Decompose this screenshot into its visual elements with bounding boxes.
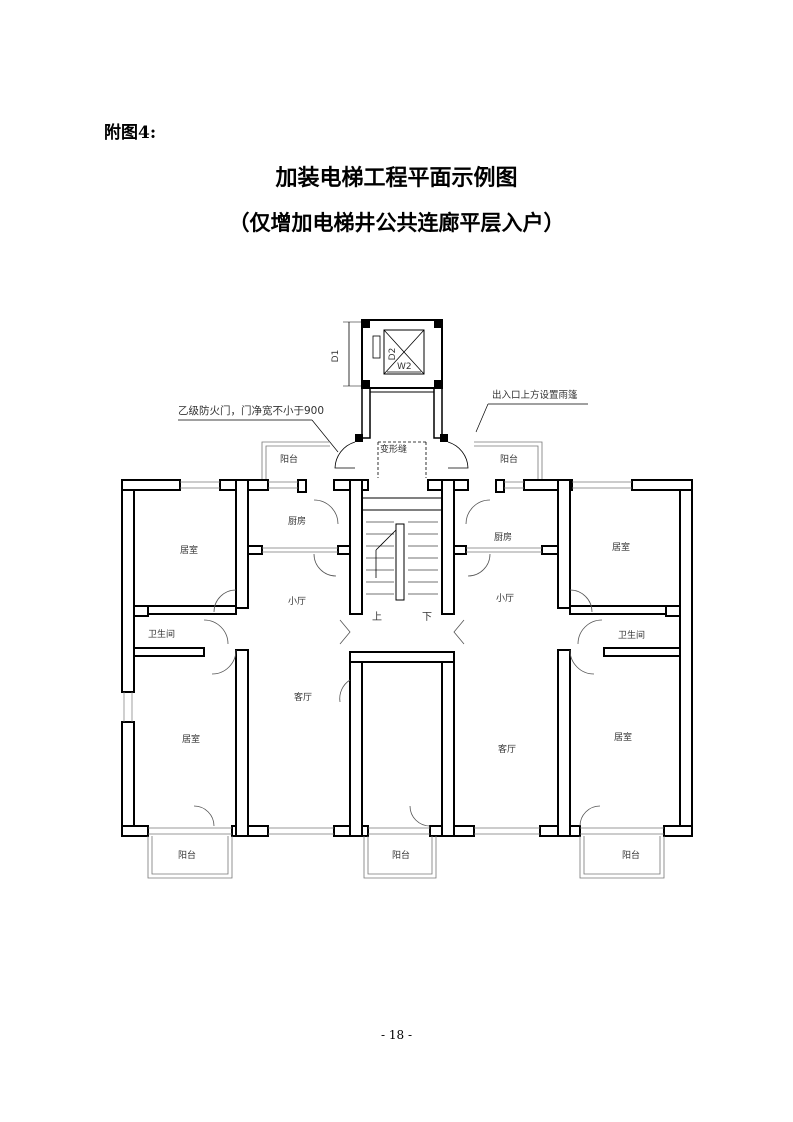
balcony-label-bottom-right: 阳台 [622,849,640,861]
upper-balconies [261,441,543,482]
dimension-d1-label: D1 [331,350,341,363]
canopy-annotation: 出入口上方设置雨篷 [475,389,588,433]
bedroom-label-bottom-right: 居室 [614,731,632,743]
kitchen-label-right: 厨房 [494,531,512,543]
living-room-label-right: 客厅 [498,743,516,755]
interior-walls [133,479,681,837]
staircase: 上 下 [361,497,443,623]
bathroom-label-left: 卫生间 [148,628,175,640]
door-swings [193,499,603,827]
dimension-d2-label: D2 [388,348,398,361]
joint-label: 变形缝 [380,443,407,455]
small-hall-label-right: 小厅 [496,593,514,604]
balcony-label-bottom-left: 阳台 [178,849,196,861]
bedroom-label-top-right: 居室 [612,541,630,553]
page-subtitle: （仅增加电梯井公共连廊平层入户） [228,210,565,235]
fire-door-label: 乙级防火门，门净宽不小于900 [178,404,324,417]
lower-balconies [147,836,665,879]
small-hall-label-left: 小厅 [288,596,306,607]
bedroom-label-bottom-left: 居室 [182,733,200,745]
balcony-label-bottom-center: 阳台 [392,849,410,861]
stair-up-label: 上 [372,611,382,623]
balcony-label-top-right: 阳台 [500,453,518,465]
balcony-label-top-left: 阳台 [280,453,298,465]
public-corridor: 变形缝 [334,387,469,478]
page-title: 加装电梯工程平面示例图 [275,165,518,191]
bedroom-label-top-left: 居室 [180,544,198,556]
appendix-label: 附图4: [104,123,157,143]
dimension-d1: D1 [331,321,362,387]
living-room-label-left: 客厅 [294,691,312,703]
room-labels: 厨房 厨房 居室 居室 小厅 小厅 卫生间 卫生间 客厅 客厅 居室 居室 阳台… [148,515,645,861]
bathroom-label-right: 卫生间 [618,629,645,641]
kitchen-label-left: 厨房 [288,515,306,527]
windows [123,481,664,835]
exterior-walls [121,479,693,837]
dimension-w2-label: W2 [397,362,412,372]
stair-down-label: 下 [422,612,432,623]
page-number: - 18 - [380,1028,412,1042]
elevator-shaft [361,319,443,389]
canopy-label: 出入口上方设置雨篷 [492,389,578,401]
fire-door-annotation: 乙级防火门，门净宽不小于900 [178,404,339,453]
